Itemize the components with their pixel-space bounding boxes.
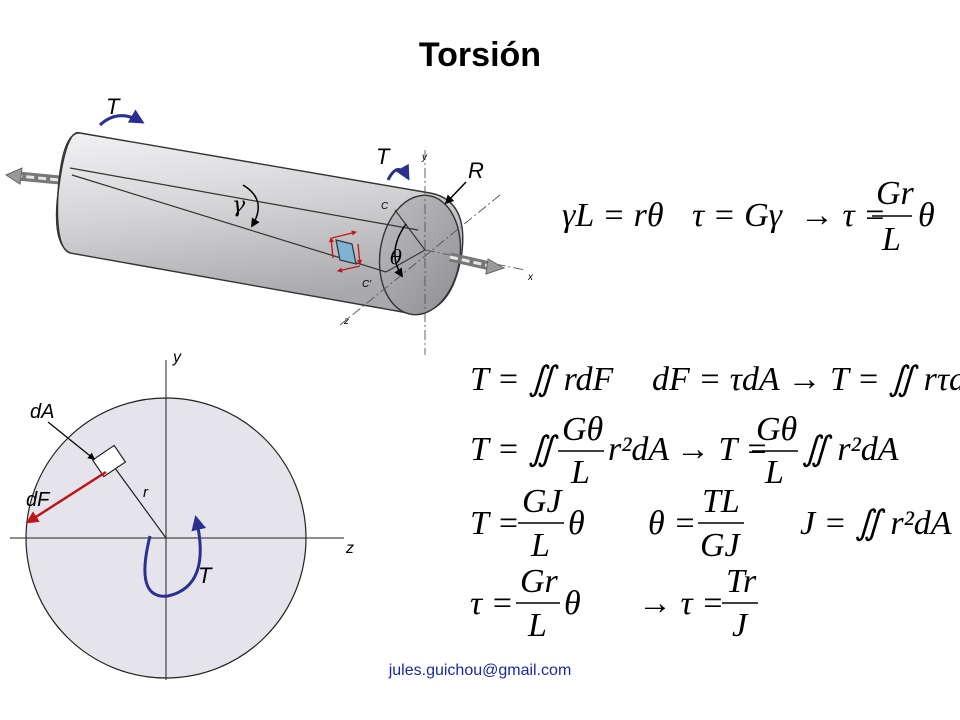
point-c-label: C bbox=[381, 201, 389, 212]
eq4-a-tail: θ bbox=[568, 505, 585, 542]
eq3-b-num: Gθ bbox=[756, 411, 797, 448]
eq1-lhs: γL = rθ bbox=[562, 197, 664, 234]
eq3-a-tail: r²dA bbox=[608, 431, 669, 468]
eq4-a-lhs: T = bbox=[470, 505, 520, 542]
eq3-a-num: Gθ bbox=[562, 411, 603, 448]
force-label: dF bbox=[26, 489, 51, 511]
eq1-frac-num: Gr bbox=[876, 175, 915, 212]
z-axis-line bbox=[339, 194, 501, 326]
area-leader bbox=[47, 421, 96, 460]
left-torque-arrow bbox=[98, 109, 145, 127]
eq1-rhs-prefix: → τ = bbox=[800, 197, 886, 234]
area-label: dA bbox=[30, 401, 54, 423]
eq3-b-den: L bbox=[764, 454, 784, 491]
eq1-mid: τ = Gγ bbox=[692, 197, 784, 234]
theta-label: θ bbox=[390, 245, 402, 269]
section-torque-label: T bbox=[198, 563, 213, 588]
cyl-axis-x-label: x bbox=[527, 272, 534, 283]
section-axis-z-label: z bbox=[345, 540, 354, 557]
cross-section-figure: y z dA dF r T bbox=[10, 349, 354, 680]
eq3-b-lhs: → T = bbox=[676, 431, 768, 468]
eq5-b-den: J bbox=[732, 607, 749, 644]
area-element bbox=[91, 444, 127, 478]
footer-email: jules.guichou@gmail.com bbox=[388, 662, 572, 679]
theta-angle-arc bbox=[394, 223, 407, 278]
radius-leader bbox=[444, 181, 467, 205]
eq5-b-num: Tr bbox=[726, 563, 757, 600]
eq3-a-lhs: T = ∬ bbox=[470, 431, 559, 468]
radius-label: R bbox=[468, 158, 484, 183]
eq4-b-lhs: θ = bbox=[648, 505, 696, 542]
eq1-frac-den: L bbox=[881, 221, 901, 258]
section-torque-arrow bbox=[143, 515, 207, 598]
eq2-a: T = ∬ rdF bbox=[470, 361, 615, 398]
page-title: Torsión bbox=[418, 36, 542, 74]
twisted-line bbox=[71, 174, 387, 273]
right-shaft-arrow bbox=[449, 252, 506, 275]
eq2-b: dF = τdA → T = ∬ rτdA bbox=[652, 361, 960, 398]
eq4-a-num: GJ bbox=[522, 483, 564, 520]
eq5-a-den: L bbox=[527, 607, 547, 644]
force-arrow bbox=[25, 470, 107, 524]
eq5-a-tail: θ bbox=[564, 585, 581, 622]
left-torque-label: T bbox=[106, 94, 121, 119]
gamma-angle-arc bbox=[242, 184, 260, 228]
eq4-a-den: L bbox=[530, 527, 550, 564]
eq5-a-num: Gr bbox=[520, 563, 559, 600]
cyl-axis-z-label: z bbox=[343, 316, 349, 327]
section-axis-y-label: y bbox=[172, 349, 182, 366]
eq1-rhs-suffix: θ bbox=[918, 197, 935, 234]
eq5-a-lhs: τ = bbox=[470, 585, 514, 622]
point-c-prime-label: C' bbox=[362, 279, 372, 290]
radius-r-label: r bbox=[143, 484, 149, 501]
eq3-b-tail: ∬ r²dA bbox=[802, 431, 899, 468]
cyl-axis-y-label: y bbox=[421, 152, 428, 163]
eq3-a-den: L bbox=[570, 454, 590, 491]
right-torque-label: T bbox=[376, 144, 391, 169]
eq5-b-lhs: → τ = bbox=[638, 585, 724, 622]
equation-block: γL = rθ τ = Gγ → τ = Gr L θ T = ∬ rdF dF… bbox=[470, 175, 960, 644]
eq4-b-den: GJ bbox=[700, 527, 742, 564]
radius-line bbox=[111, 463, 167, 539]
reference-line bbox=[69, 167, 419, 231]
gamma-label: γ bbox=[232, 193, 246, 218]
shear-element bbox=[328, 230, 363, 273]
cylinder-figure: T T R γ θ y x z C C' bbox=[4, 94, 534, 355]
eq4-c: J = ∬ r²dA bbox=[800, 505, 952, 542]
right-torque-arrow bbox=[386, 163, 410, 181]
eq4-b-num: TL bbox=[702, 483, 740, 520]
